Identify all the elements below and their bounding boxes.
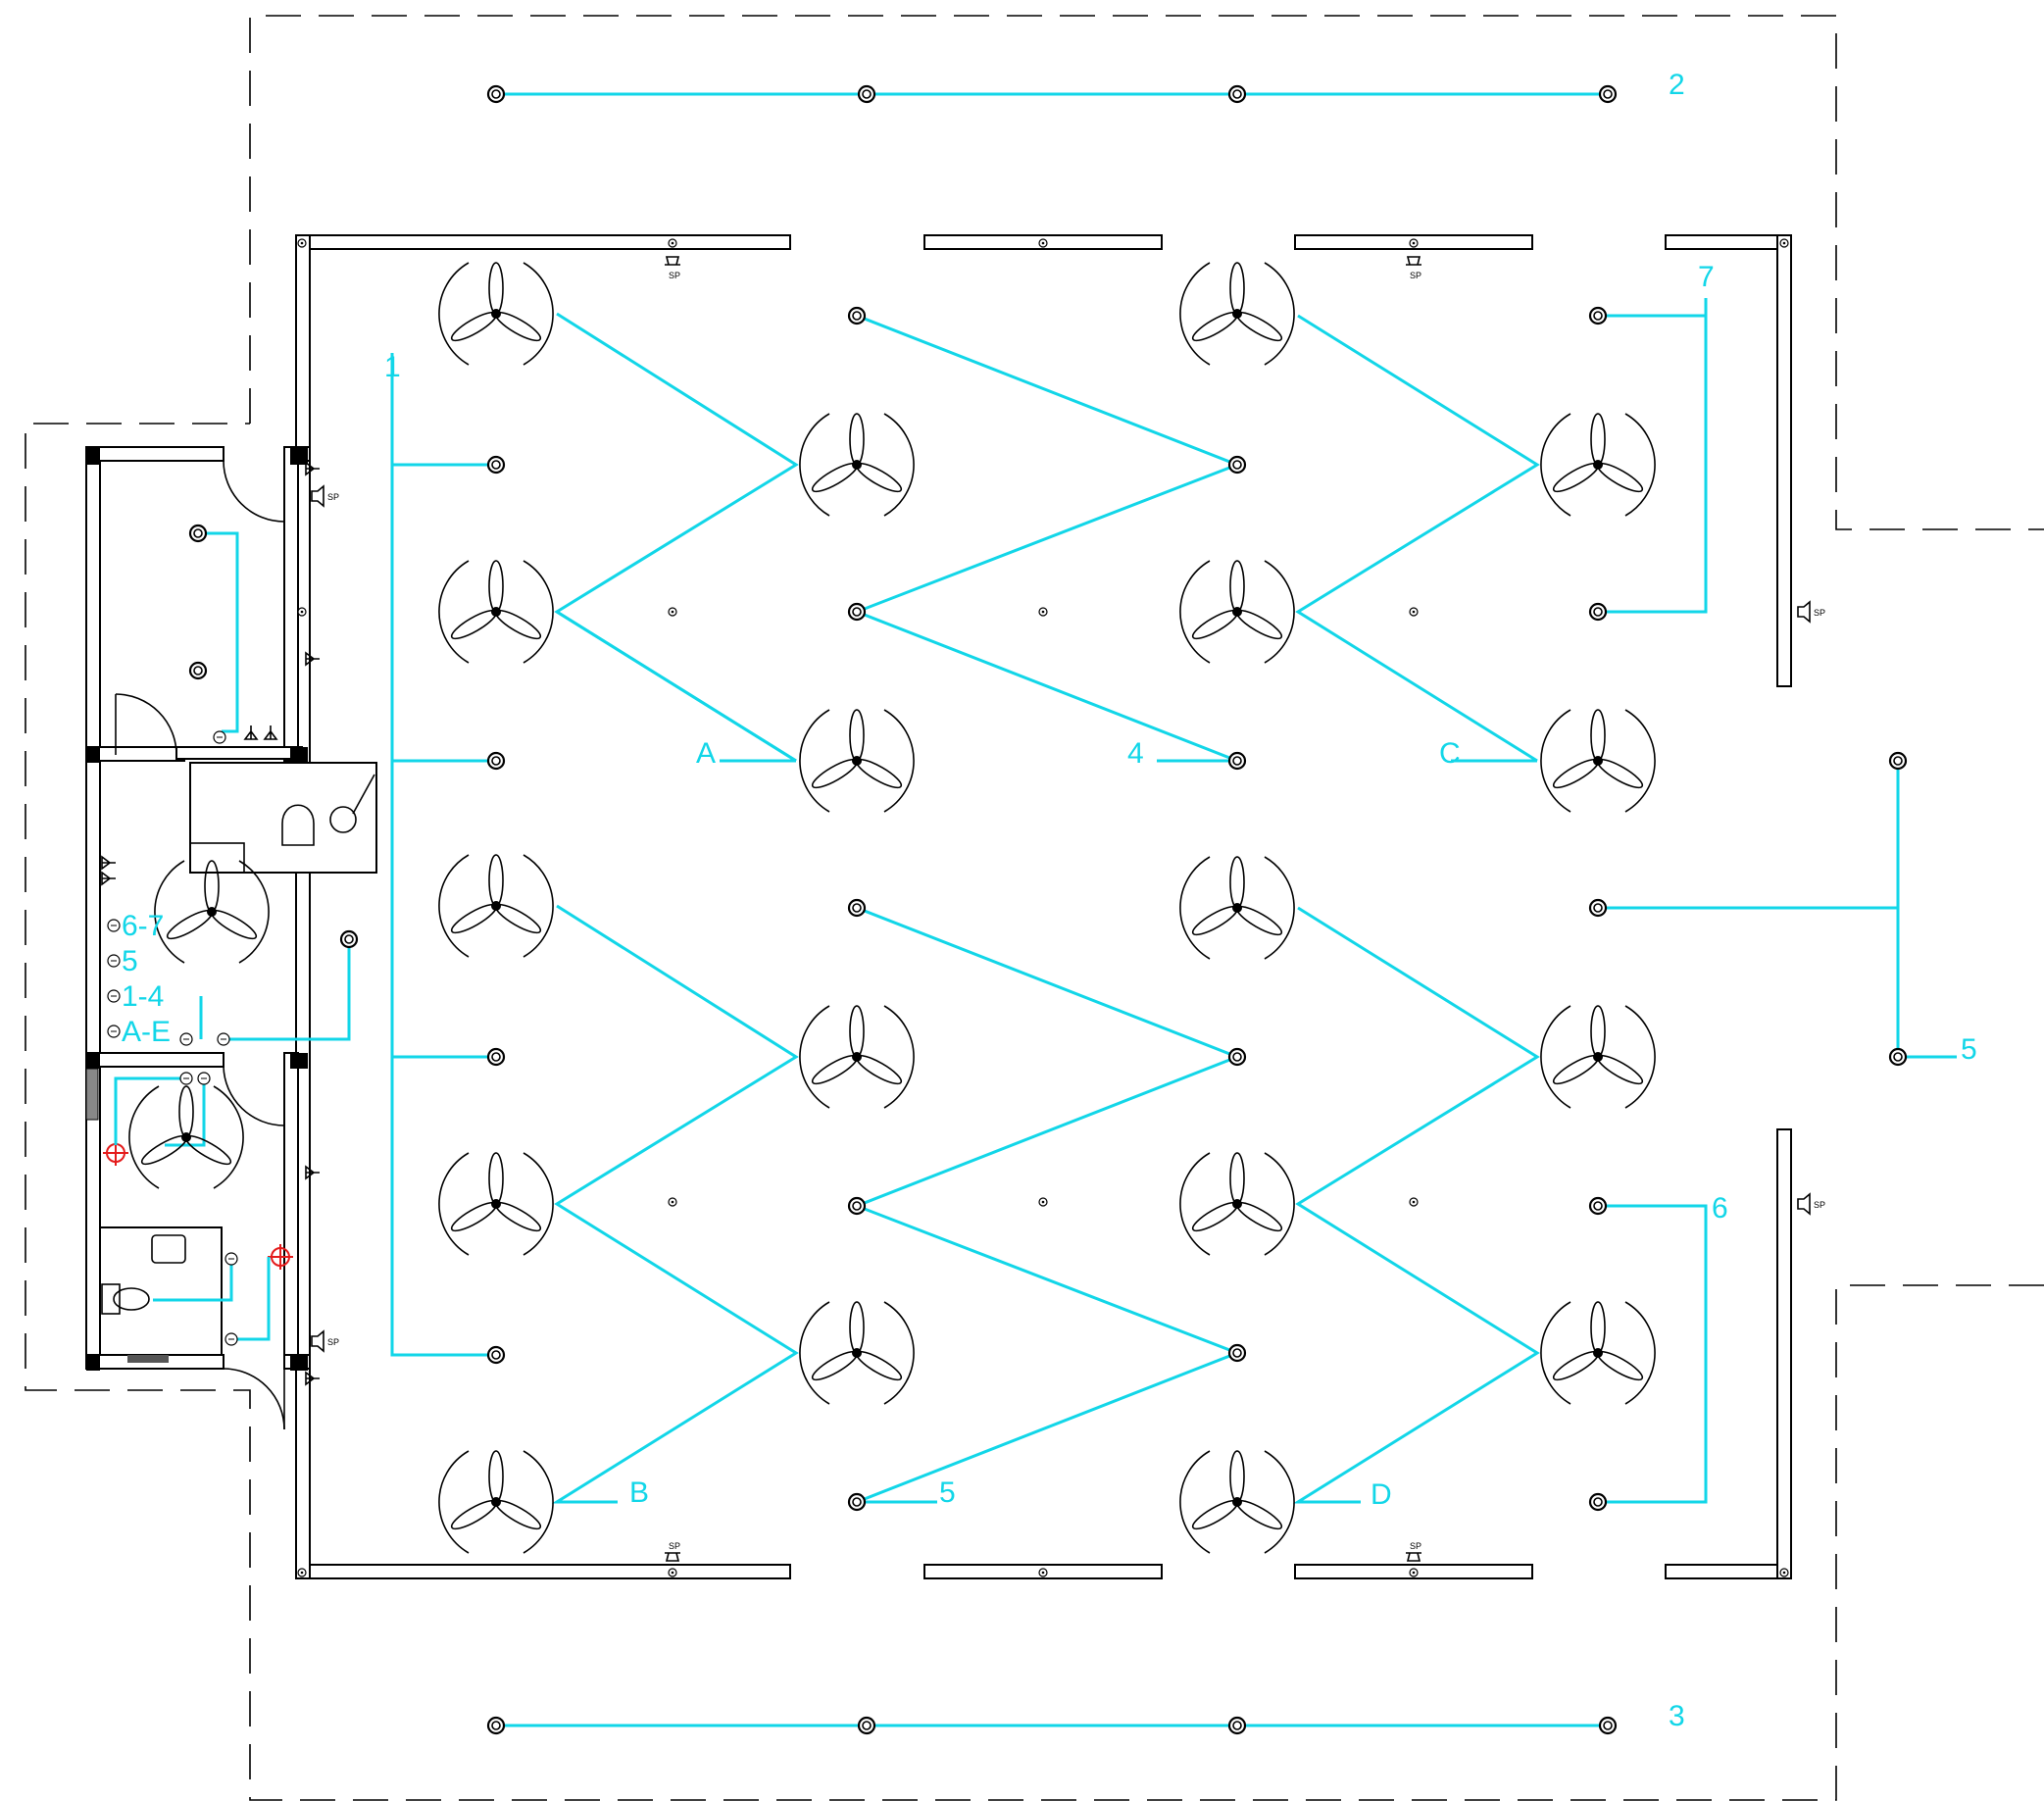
speaker-icon: SP SP SP SP SP SP SP SP [311,256,1825,1562]
svg-text:SP: SP [327,1337,339,1347]
circuit-label-6: 6 [1712,1192,1728,1225]
svg-text:SP: SP [1814,608,1825,618]
desk-chair-icon [189,762,377,874]
ceiling-light-icon [188,84,1908,1735]
circuit-label-4: 4 [1127,737,1144,770]
circuit-label-D: D [1371,1478,1392,1511]
circuit-label-5-right: 5 [1961,1033,1977,1066]
main-hall-walls [295,234,1792,1579]
svg-text:SP: SP [669,1541,680,1551]
svg-text:SP: SP [669,271,680,280]
switch-label-6-7: 6-7 [122,910,164,942]
circuit-label-2: 2 [1669,69,1685,101]
circuit-label-5-bottom: 5 [939,1476,956,1509]
svg-text:SP: SP [1410,271,1421,280]
svg-text:SP: SP [1410,1541,1421,1551]
circuit-label-3: 3 [1669,1700,1685,1732]
door-swing-icon [115,460,285,1430]
switch-label-5: 5 [122,945,138,977]
switch-label-1-4: 1-4 [122,980,164,1013]
switch-label-A-E: A-E [122,1016,171,1048]
toilet-icon [101,1283,150,1315]
circuit-label-B: B [629,1476,649,1509]
circuit-label-A: A [696,737,716,770]
svg-text:SP: SP [327,492,339,502]
annex-walls [85,446,311,1371]
socket-icon [101,461,320,1386]
sink-icon [151,1234,186,1264]
ceiling-fan-icon [128,262,1656,1554]
circuit-label-7: 7 [1698,261,1715,293]
site-boundary [25,15,2044,1801]
circuit-label-C: C [1439,737,1461,770]
svg-text:SP: SP [1814,1200,1825,1210]
junction-box-icon [297,238,1789,1577]
circuit-label-1: 1 [384,351,401,383]
circuit-wiring [114,92,1957,1727]
